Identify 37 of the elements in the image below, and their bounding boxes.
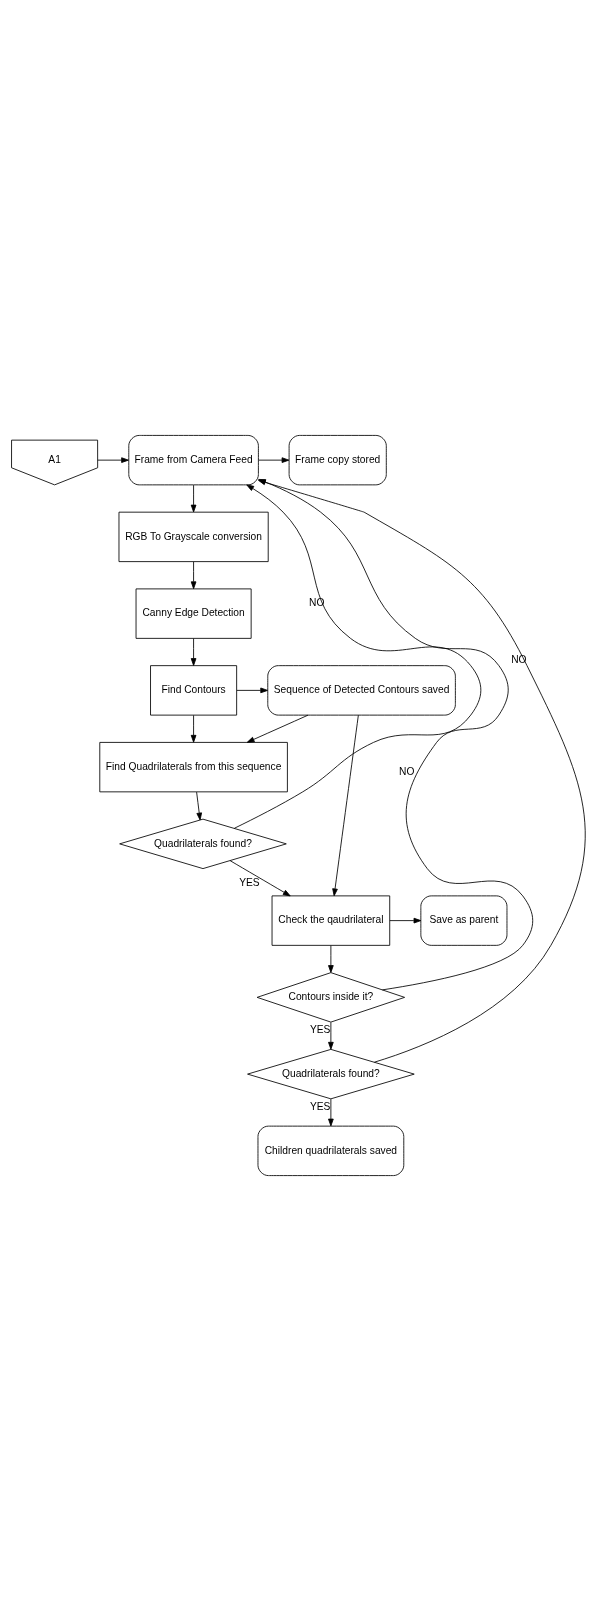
arrow [246, 714, 309, 743]
edge-label: NO [511, 653, 527, 665]
arrow [190, 560, 197, 589]
arrow [190, 637, 197, 666]
node-box: Frame copy stored [288, 434, 387, 485]
edge-label: YES [310, 1023, 331, 1035]
edge-label: NO [399, 765, 415, 777]
node-diamond: Contours inside it? [256, 971, 406, 1023]
node-diamond: Quadrilaterals found? [119, 818, 287, 869]
arrow [229, 859, 291, 896]
arrow [328, 1098, 334, 1126]
arrow [328, 944, 334, 973]
arrow [258, 479, 586, 1063]
node-box: Frame from Camera Feed [128, 434, 259, 485]
node-box: Children quadrilaterals saved [257, 1125, 405, 1176]
edge-label: NO [309, 596, 325, 608]
arrow [97, 456, 129, 463]
edge-label: YES [239, 876, 260, 888]
arrow [190, 714, 197, 743]
node-box: Canny Edge Detection [135, 587, 252, 639]
node-box: Check the qaudrilateral [271, 894, 391, 946]
arrow [233, 483, 482, 829]
node-box: RGB To Grayscale conversion [118, 511, 269, 562]
edge-label: YES [310, 1100, 331, 1112]
arrow [389, 917, 422, 923]
arrow [328, 1021, 334, 1050]
node-diamond: Quadrilaterals found? [247, 1048, 415, 1099]
arrow [196, 791, 203, 820]
arrow [332, 714, 359, 896]
node-box: Find Quadrilaterals from this sequence [99, 741, 288, 792]
arrow [236, 687, 268, 693]
arrow [190, 484, 197, 512]
node-box: Sequence of Detected Contours saved [267, 664, 456, 716]
node-box: Find Contours [150, 664, 238, 716]
arrow [258, 456, 290, 463]
node-box: Save as parent [420, 894, 508, 946]
arrow [258, 478, 534, 990]
